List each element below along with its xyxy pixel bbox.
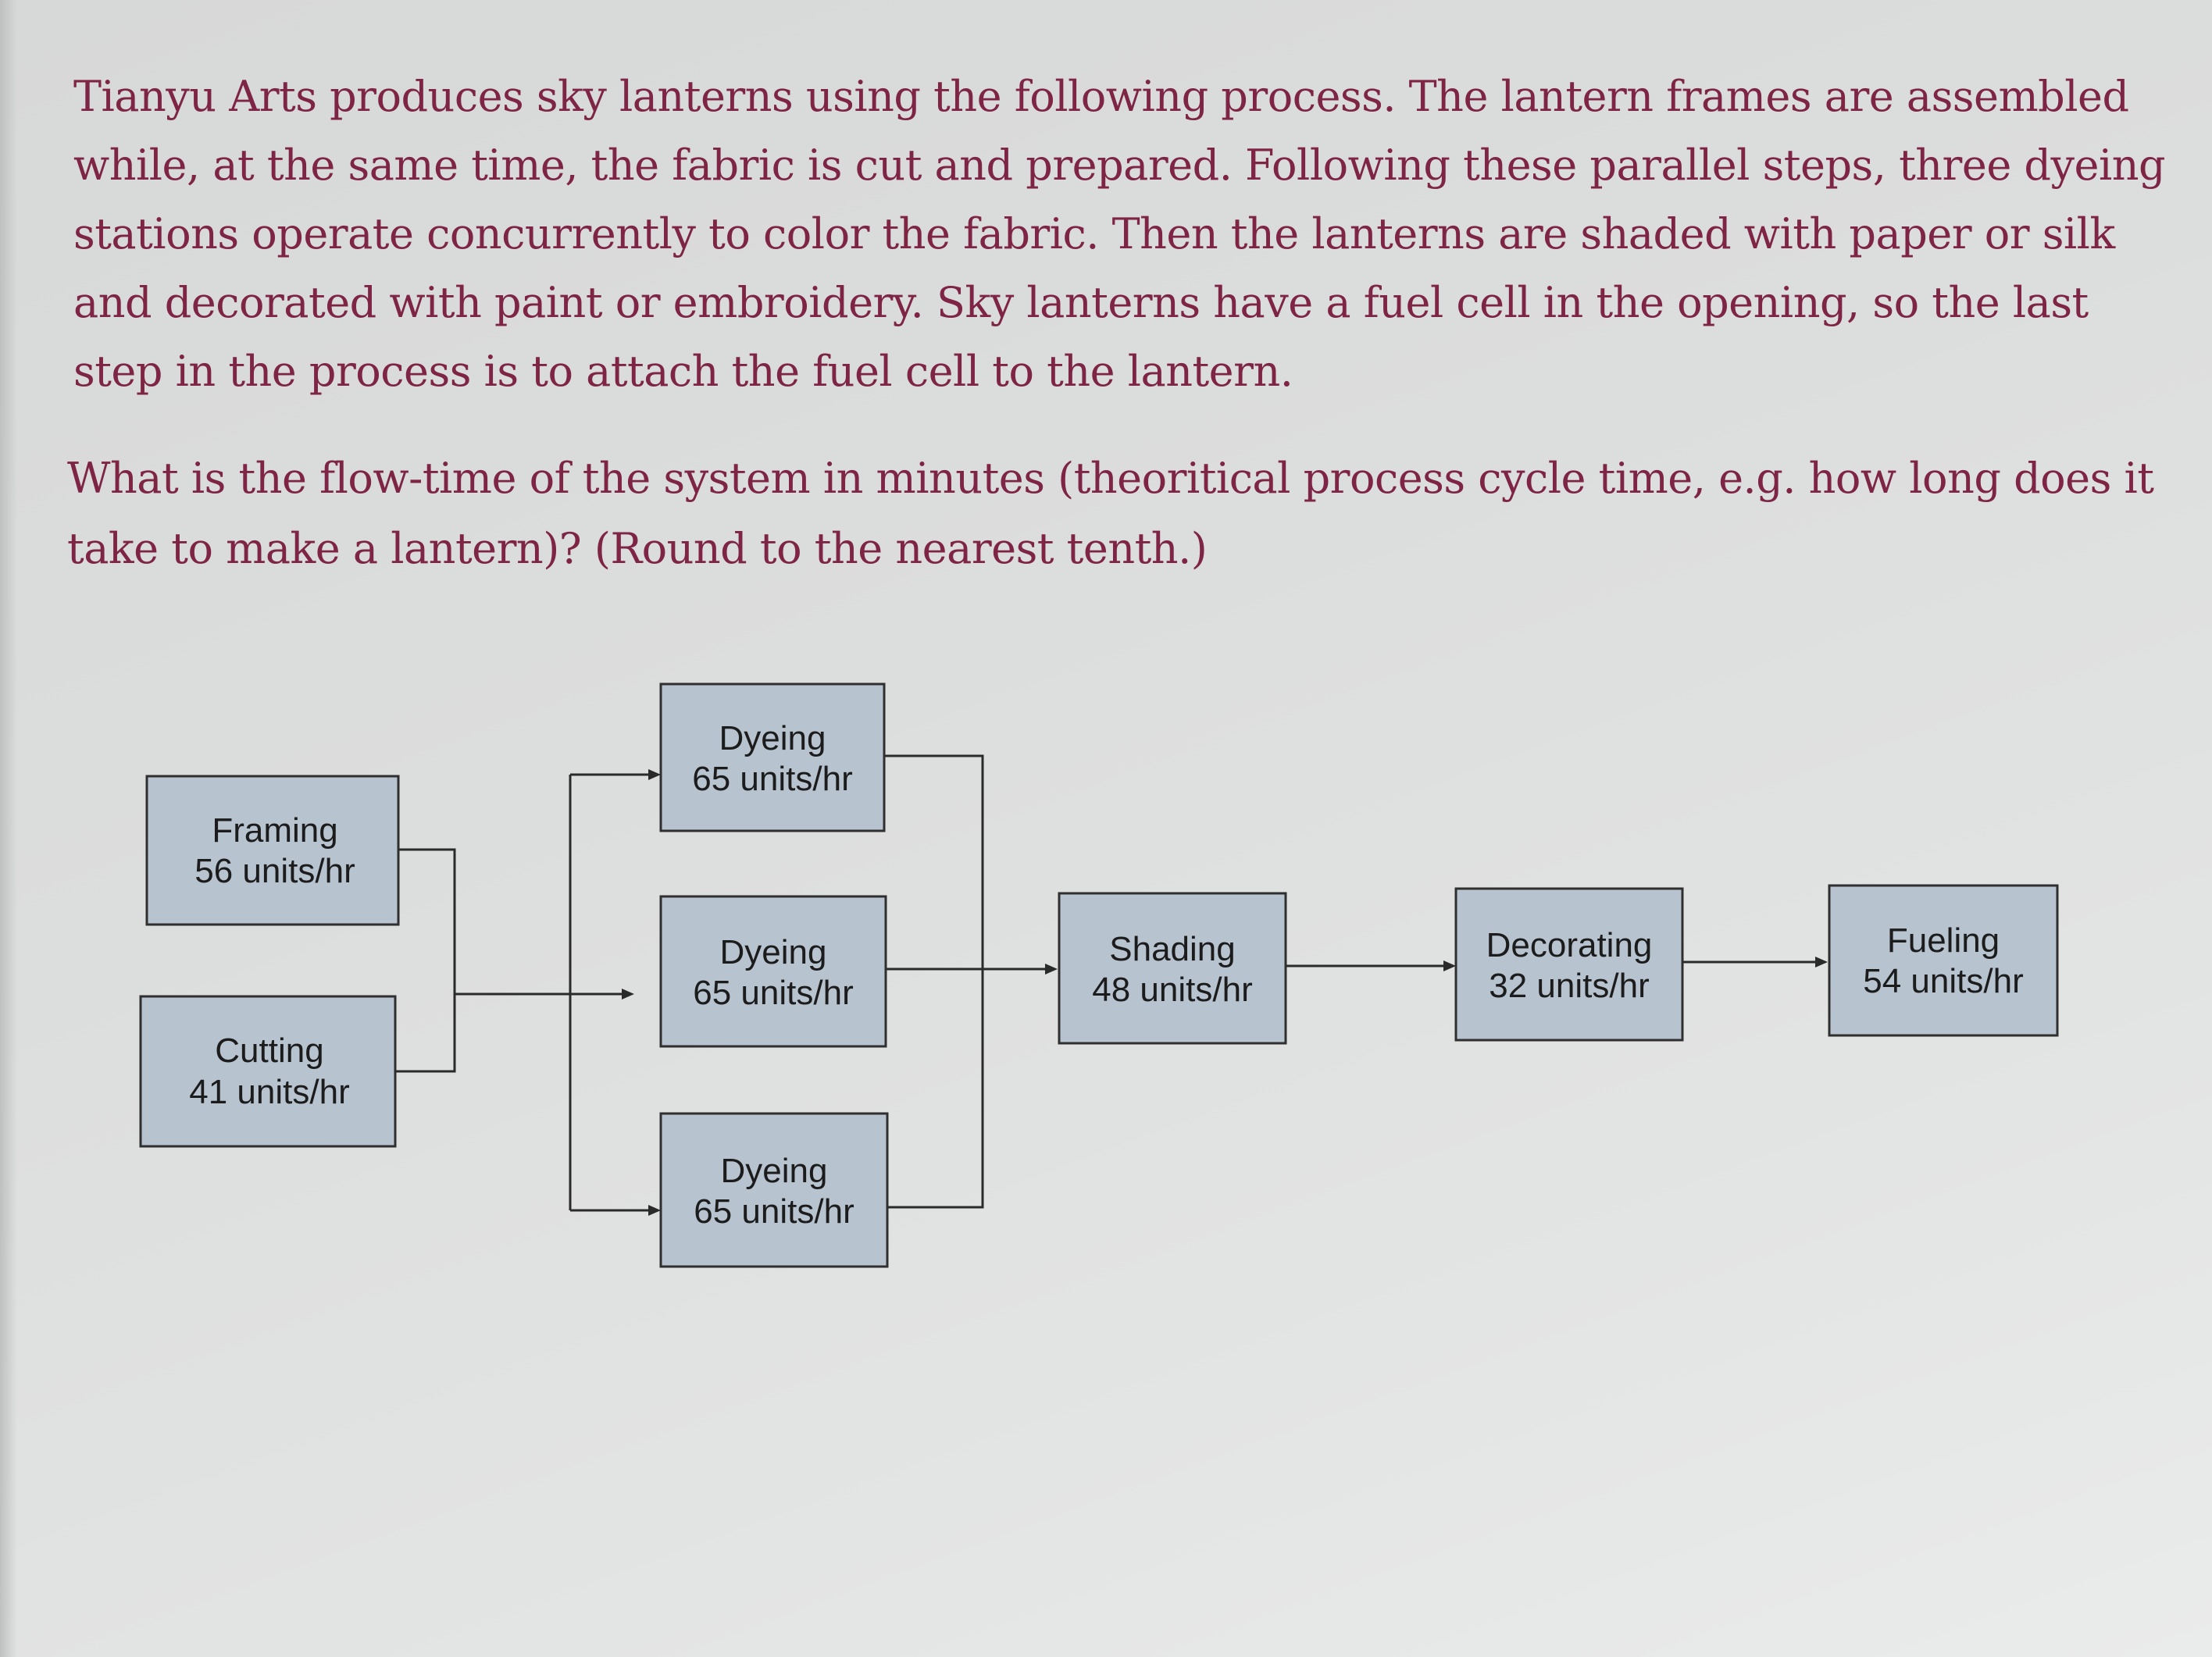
- node-fueling-rate: 54 units/hr: [1863, 962, 2023, 1000]
- node-shading-name: Shading: [1109, 930, 1235, 968]
- node-dyeing-2-name: Dyeing: [720, 933, 827, 971]
- node-dyeing-1-rate: 65 units/hr: [692, 760, 852, 798]
- arrowhead-decorating: [1443, 960, 1456, 971]
- node-dyeing-3-rate: 65 units/hr: [694, 1192, 854, 1231]
- connector-from-dyeing-1: [884, 754, 984, 1209]
- node-dyeing-1: Dyeing 65 units/hr: [659, 682, 886, 832]
- node-dyeing-3-name: Dyeing: [721, 1152, 828, 1190]
- question-paragraph: Tianyu Arts produces sky lanterns using …: [73, 72, 2166, 396]
- node-decorating-rate: 32 units/hr: [1489, 967, 1649, 1005]
- page-edge-shadow: [0, 0, 17, 1657]
- node-dyeing-2-rate: 65 units/hr: [693, 974, 853, 1012]
- arrowhead-dyeing-3: [648, 1205, 661, 1216]
- node-framing: Framing 56 units/hr: [145, 775, 400, 926]
- node-cutting-rate: 41 units/hr: [189, 1073, 349, 1111]
- arrowhead-merge: [622, 989, 634, 1000]
- node-decorating: Decorating 32 units/hr: [1454, 887, 1684, 1042]
- node-shading-rate: 48 units/hr: [1092, 971, 1252, 1009]
- arrowhead-dyeing-1: [648, 769, 661, 780]
- node-fueling: Fueling 54 units/hr: [1828, 884, 2059, 1037]
- node-framing-name: Framing: [212, 811, 337, 850]
- node-cutting: Cutting 41 units/hr: [139, 995, 397, 1148]
- question-prompt: What is the flow-time of the system in m…: [67, 454, 2154, 573]
- node-framing-rate: 56 units/hr: [194, 852, 355, 890]
- arrowhead-shading: [1045, 964, 1058, 975]
- node-dyeing-2: Dyeing 65 units/hr: [659, 895, 887, 1048]
- arrowhead-fueling: [1815, 957, 1828, 967]
- connectors: [395, 754, 1828, 1216]
- node-shading: Shading 48 units/hr: [1058, 892, 1287, 1045]
- node-fueling-name: Fueling: [1887, 921, 2000, 960]
- node-decorating-name: Decorating: [1486, 926, 1653, 964]
- connector-framing-merge: [395, 848, 456, 1073]
- node-dyeing-3: Dyeing 65 units/hr: [659, 1112, 889, 1268]
- node-cutting-name: Cutting: [215, 1032, 323, 1070]
- node-dyeing-1-name: Dyeing: [719, 719, 826, 757]
